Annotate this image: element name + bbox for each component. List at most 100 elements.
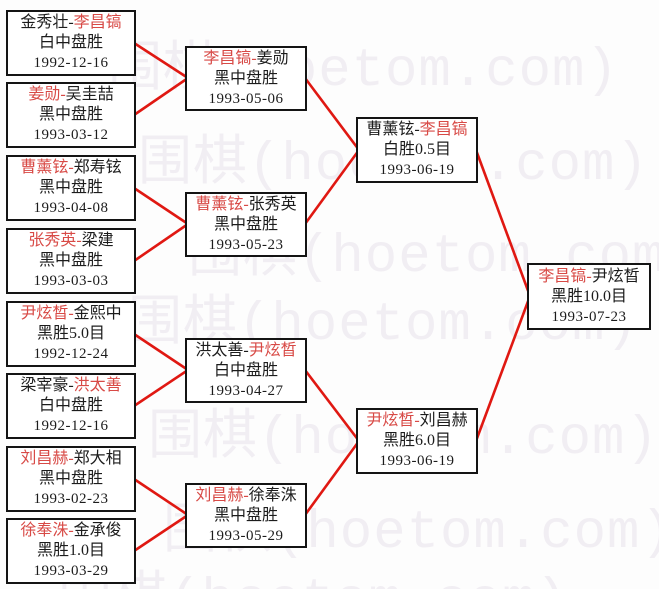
players-dash: - [76,232,82,249]
bracket-line [303,369,361,442]
match-box-round3-game1: 曹薰铉-李昌镐白胜0.5目 1993-06-19 [356,117,478,183]
winner-player-name: 徐奉洙 [20,522,69,539]
players-dash: - [243,341,249,359]
winner-player-name: 曹薰铉 [20,159,69,176]
player-name: 刘昌赫 [419,412,468,429]
winner-player-name: 刘昌赫 [195,486,244,504]
players-dash: - [68,522,74,539]
match-players: 梁宰豪-洪太善 [20,376,121,396]
player-name: 金秀壮 [20,14,69,31]
match-players: 刘昌赫-郑大相 [20,449,121,469]
match-players: 姜勋-吴圭喆 [28,85,113,105]
player-name: 姜勋 [256,49,289,67]
player-name: 张秀英 [248,195,297,213]
match-date: 1993-04-27 [208,382,284,399]
player-name: 梁建 [81,232,114,249]
bracket-line [133,513,189,553]
players-dash: - [586,267,592,285]
players-dash: - [414,412,420,429]
winner-player-name: 洪太善 [73,377,122,394]
winner-player-name: 姜勋 [28,86,61,103]
bracket-line [474,295,532,442]
match-date: 1993-07-23 [551,308,627,325]
match-result: 黑中盘胜 [38,470,103,487]
players-dash: - [251,49,257,67]
player-name: 郑寿铉 [73,159,122,176]
match-result: 白中盘胜 [213,361,278,379]
match-players: 金秀壮-李昌镐 [20,13,121,33]
bracket-line [474,149,532,297]
bracket-line [303,77,361,151]
bracket-line [133,186,189,226]
match-players: 徐奉洙-金承俊 [20,521,121,541]
match-date: 1993-06-19 [379,453,455,469]
player-name: 郑大相 [73,450,122,467]
players-dash: - [414,121,420,138]
winner-player-name: 李昌镐 [73,14,122,31]
bracket-line [303,149,361,225]
match-result: 黑胜10.0目 [550,287,627,305]
players-dash: - [60,86,66,103]
match-date: 1993-03-12 [33,127,109,143]
players-dash: - [68,450,74,467]
match-date: 1992-12-16 [33,418,109,434]
match-date: 1993-04-08 [33,200,109,216]
match-result: 黑胜6.0目 [382,432,451,449]
winner-player-name: 尹炫晳 [248,341,297,359]
match-result: 白中盘胜 [38,397,103,414]
match-box-round1-game6: 梁宰豪-洪太善白中盘胜 1992-12-16 [6,373,136,439]
player-name: 金承俊 [73,522,122,539]
match-result: 黑中盘胜 [213,215,278,233]
bracket-line [133,76,189,117]
match-date: 1992-12-24 [33,346,109,362]
match-players: 刘昌赫-徐奉洙 [195,486,296,506]
players-dash: - [68,14,74,31]
match-players: 洪太善-尹炫晳 [195,341,296,361]
players-dash: - [243,195,249,213]
player-name: 徐奉洙 [248,486,297,504]
bracket-line [133,477,189,517]
player-name: 金熙中 [73,305,122,322]
match-date: 1993-05-06 [208,90,284,107]
winner-player-name: 刘昌赫 [20,450,69,467]
match-result: 黑胜1.0目 [36,542,105,559]
match-players: 曹薰铉-郑寿铉 [20,158,121,178]
winner-player-name: 曹薰铉 [195,195,244,213]
match-players: 曹薰铉-李昌镐 [366,120,467,140]
match-date: 1993-06-19 [379,162,455,178]
player-name: 吴圭喆 [65,86,114,103]
bracket-line [133,332,189,372]
bracket-line [133,368,189,408]
match-result: 黑中盘胜 [213,506,278,524]
match-players: 张秀英-梁建 [28,231,113,251]
match-players: 尹炫晳-金熙中 [20,304,121,324]
bracket-line [133,222,189,263]
match-result: 黑中盘胜 [38,252,103,269]
match-result: 白中盘胜 [38,34,103,51]
players-dash: - [243,486,249,504]
match-date: 1993-03-29 [33,563,109,579]
match-result: 黑中盘胜 [38,106,103,123]
winner-player-name: 李昌镐 [419,121,468,138]
player-name: 洪太善 [195,341,244,359]
players-dash: - [68,377,74,394]
winner-player-name: 李昌镐 [538,267,587,285]
match-date: 1993-02-23 [33,491,109,507]
match-result: 白胜0.5目 [382,141,451,158]
match-result: 黑中盘胜 [213,69,278,87]
match-box-round1-game3: 曹薰铉-郑寿铉黑中盘胜 1993-04-08 [6,155,136,221]
match-result: 黑中盘胜 [38,179,103,196]
